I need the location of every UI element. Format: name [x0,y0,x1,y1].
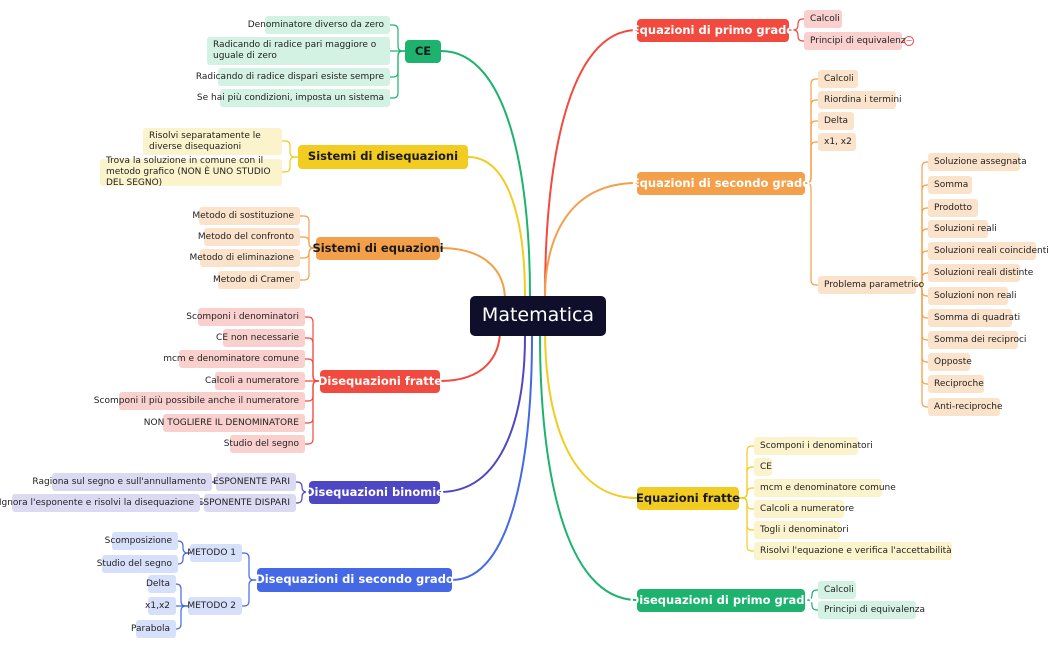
item-principi-di-equivalenza[interactable]: Principi di equivalenza [804,32,911,50]
item-calcoli-a-numeratore[interactable]: Calcoli a numeratore [754,500,854,518]
branch-disequazioni-binomie[interactable]: Disequazioni binomie [305,481,444,504]
item-togli-i-denominatori[interactable]: Togli i denominatori [754,521,849,539]
item-soluzioni-reali-distinte[interactable]: Soluzioni reali distinte [928,264,1033,282]
item-non-togliere-il-denominatore[interactable]: NON TOGLIERE IL DENOMINATORE [144,414,305,432]
item-x1-x2[interactable]: x1, x2 [818,133,856,151]
item-scomposizione[interactable]: Scomposizione [105,532,178,550]
item-risolvi-separatamente-le-diverse-disequazioni[interactable]: Risolvi separatamente le diverse disequa… [143,128,282,155]
connector-line [177,552,191,565]
connector-line [389,50,406,99]
branch-ce[interactable]: CE [405,40,441,63]
item-soluzioni-reali[interactable]: Soluzioni reali [928,220,997,238]
item-se-hai-piu-condizioni-imposta-un-sistema[interactable]: Se hai più condizioni, imposta un sistem… [197,89,390,107]
connector-root-disequazioni_primo [539,335,638,601]
item-calcoli[interactable]: Calcoli [818,70,858,88]
item-studio-del-segno[interactable]: Studio del segno [224,435,305,453]
item-trova-la-soluzione-in-comune-con-il-metodo-grafico-non-e-uno-studio-del-segno[interactable]: Trova la soluzione in comune con il meto… [100,156,282,188]
item-metodo-di-cramer[interactable]: Metodo di Cramer [213,271,300,289]
connector-line [281,156,299,173]
group-esponente-pari[interactable]: ESPONENTE PARI [213,473,296,491]
item-studio-del-segno[interactable]: Studio del segno [97,555,178,573]
connector-line [295,491,310,504]
connector-line [915,284,929,408]
item-reciproche[interactable]: Reciproche [928,375,984,393]
connector-line [281,140,299,158]
branch-disequazioni-di-secondo-grado[interactable]: Disequazioni di secondo grado [255,568,454,592]
item-ignora-l-esponente-e-risolvi-la-disequazione[interactable]: Ignora l'esponente e risolvi la disequaz… [0,494,200,512]
group-problema-parametrico[interactable]: Problema parametrico [818,276,924,294]
connector-line [389,24,406,52]
collapse-toggle-icon[interactable]: − [904,36,914,46]
branch-disequazioni-fratte[interactable]: Disequazioni fratte [318,370,442,393]
item-anti-reciproche[interactable]: Anti-reciproche [928,398,1003,416]
item-ce-non-necessarie[interactable]: CE non necessarie [216,329,305,347]
connector-root-disequazioni_fratte [439,329,501,382]
item-risolvi-l-equazione-e-verifica-l-accettabilita[interactable]: Risolvi l'equazione e verifica l'accetta… [754,542,952,560]
item-riordina-i-termini[interactable]: Riordina i termini [818,91,902,109]
branch-sistemi-di-disequazioni[interactable]: Sistemi di disequazioni [298,145,468,169]
branch-equazioni-di-primo-grado[interactable]: Equazioni di primo grado [632,19,794,42]
item-somma-dei-reciproci[interactable]: Somma dei reciproci [928,331,1026,349]
item-ce[interactable]: CE [754,458,772,476]
connector-root-sistemi_equazioni [439,247,506,301]
item-x1-x2[interactable]: x1,x2 [145,597,176,615]
item-parabola[interactable]: Parabola [131,620,176,638]
item-calcoli[interactable]: Calcoli [804,10,842,28]
connector-line [241,579,258,607]
connector-line [299,247,317,281]
connector-line [788,29,805,42]
connector-line [175,605,189,630]
item-scomponi-i-denominatori[interactable]: Scomponi i denominatori [754,437,873,455]
root-node[interactable]: Matematica [470,296,606,336]
connector-line [304,380,321,445]
connector-line [804,182,819,286]
branch-disequazioni-di-primo-grado[interactable]: Disequazioni di primo grado [630,589,812,612]
item-principi-di-equivalenza[interactable]: Principi di equivalenza [818,601,925,619]
branch-equazioni-fratte[interactable]: Equazioni fratte [636,487,740,510]
branch-sistemi-di-equazioni[interactable]: Sistemi di equazioni [312,237,444,260]
item-mcm-e-denominatore-comune[interactable]: mcm e denominatore comune [754,479,896,497]
item-somma-di-quadrati[interactable]: Somma di quadrati [928,309,1020,327]
item-prodotto[interactable]: Prodotto [928,199,978,217]
group-metodo-1[interactable]: METODO 1 [187,544,242,562]
connector-root-sistemi_disequazioni [467,156,526,297]
connector-line [804,599,819,611]
item-opposte[interactable]: Opposte [928,353,972,371]
connector-root-disequazioni_binomie [439,335,526,493]
item-ragiona-sul-segno-e-sull-annullamento[interactable]: Ragiona sul segno e sull'annullamento [32,473,212,491]
connector-root-equazioni_primo [544,29,638,297]
connector-root-ce [440,50,531,297]
item-soluzioni-reali-coincidenti[interactable]: Soluzioni reali coincidenti [928,242,1049,260]
connector-line [738,497,755,552]
item-radicando-di-radice-dispari-esiste-sempre[interactable]: Radicando di radice dispari esiste sempr… [196,68,390,86]
item-soluzioni-non-reali[interactable]: Soluzioni non reali [928,287,1017,305]
group-metodo-2[interactable]: METODO 2 [187,597,242,615]
connector-line [175,583,189,607]
item-metodo-del-confronto[interactable]: Metodo del confronto [198,228,300,246]
item-soluzione-assegnata[interactable]: Soluzione assegnata [928,153,1027,171]
item-delta[interactable]: Delta [818,112,854,130]
branch-equazioni-di-secondo-grado[interactable]: Equazioni di secondo grado [632,172,810,195]
item-radicando-di-radice-pari-maggiore-o-uguale-di-zero[interactable]: Radicando di radice pari maggiore o ugua… [207,37,390,65]
item-scomponi-i-denominatori[interactable]: Scomponi i denominatori [186,308,305,326]
item-metodo-di-sostituzione[interactable]: Metodo di sostituzione [192,207,300,225]
item-metodo-di-eliminazione[interactable]: Metodo di eliminazione [190,249,300,267]
item-calcoli[interactable]: Calcoli [818,581,856,599]
item-calcoli-a-numeratore[interactable]: Calcoli a numeratore [205,372,305,390]
item-denominatore-diverso-da-zero[interactable]: Denominatore diverso da zero [248,16,390,34]
item-somma[interactable]: Somma [928,176,972,194]
connector-root-equazioni_fratte [544,329,638,499]
connector-root-disequazioni_secondo [451,335,533,581]
item-scomponi-il-piu-possibile-anche-il-numeratore[interactable]: Scomponi il più possibile anche il numer… [94,392,305,410]
item-delta[interactable]: Delta [146,575,176,593]
item-mcm-e-denominatore-comune[interactable]: mcm e denominatore comune [163,350,305,368]
group-esponente-dispari[interactable]: ESPONENTE DISPARI [198,494,296,512]
connector-root-equazioni_secondo [544,182,638,297]
